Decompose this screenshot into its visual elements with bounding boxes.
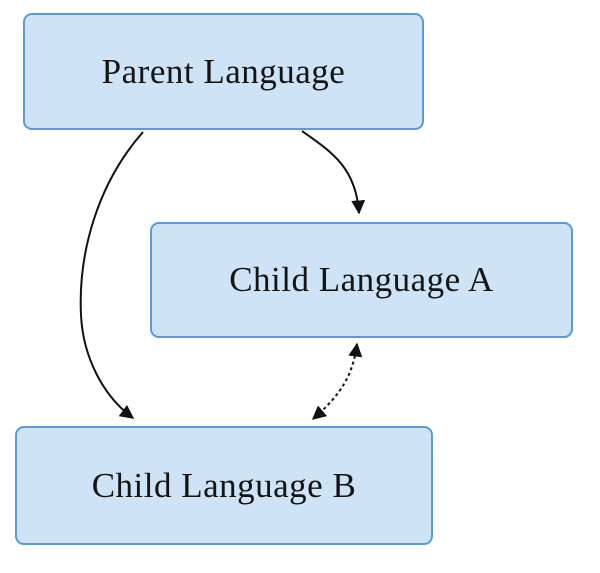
edge-child-a-child-b-bidirectional (311, 342, 363, 420)
edge-parent-to-child-a (301, 130, 366, 215)
node-child-language-b-label: Child Language B (91, 465, 357, 505)
node-child-language-a: Child Language A (150, 222, 573, 338)
edge-parent-to-child-b (79, 131, 144, 419)
node-parent-language-label: Parent Language (101, 51, 346, 91)
node-parent-language: Parent Language (23, 13, 424, 130)
node-child-language-b: Child Language B (15, 426, 433, 545)
node-child-language-a-label: Child Language A (229, 260, 494, 299)
